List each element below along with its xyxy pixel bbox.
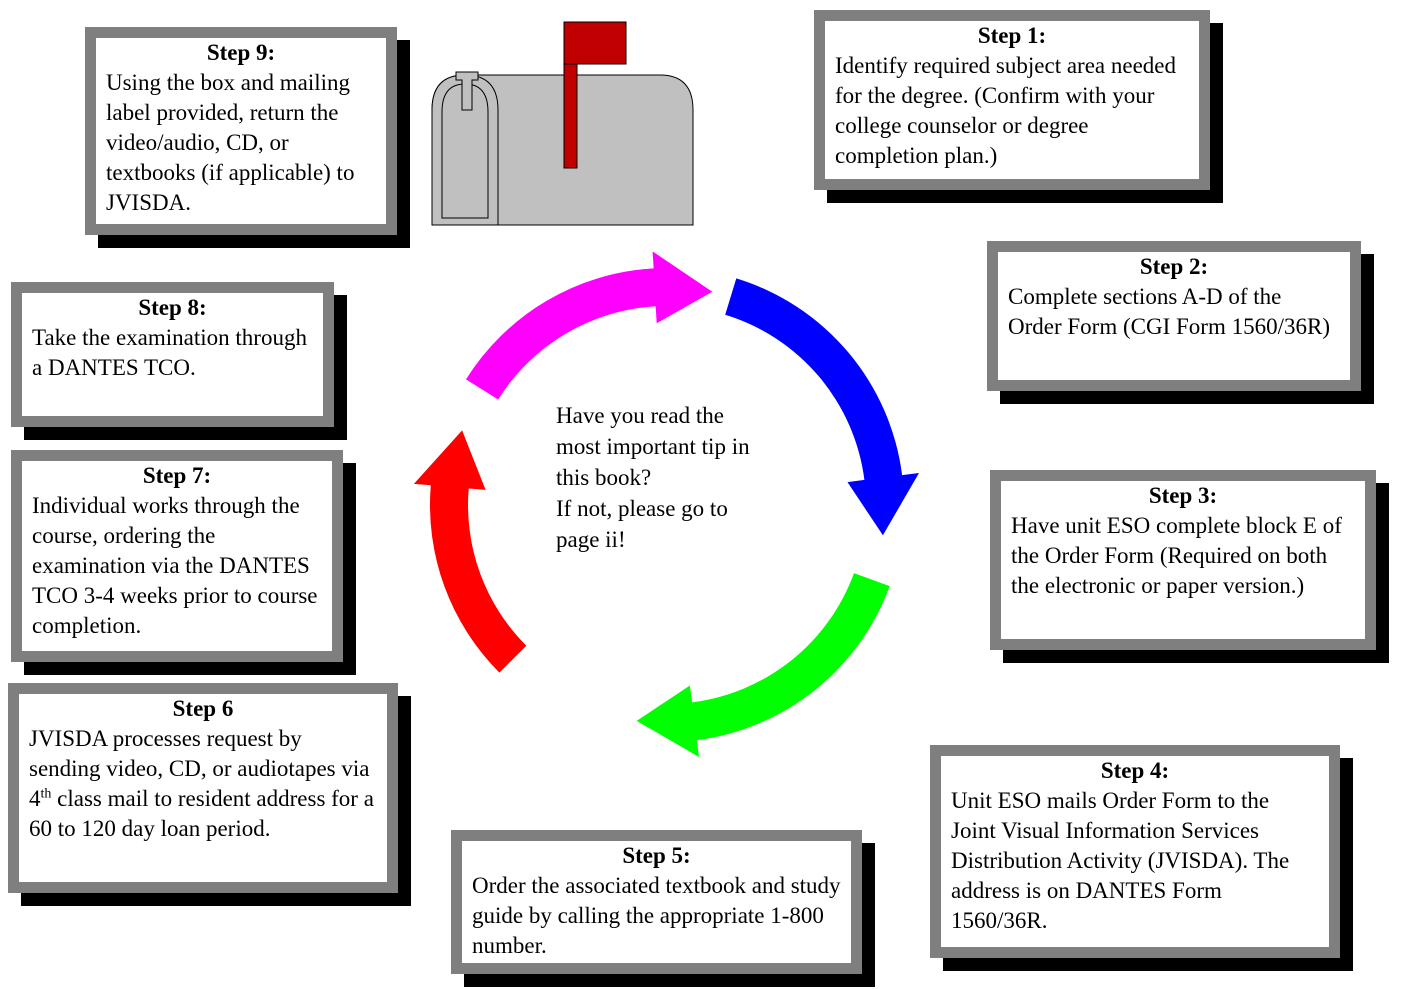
step-5-title: Step 5: [622,843,691,868]
step-4-body: Unit ESO mails Order Form to the Joint V… [951,788,1290,933]
center-tip-text: Have you read the most important tip in … [556,400,816,555]
step-1-title: Step 1: [977,23,1047,48]
step-3-box: Step 3: Have unit ESO complete block E o… [990,470,1376,650]
center-tip-line: page ii! [556,527,626,552]
center-tip-line: this book? [556,465,652,490]
step-2-box: Step 2: Complete sections A-D of the Ord… [987,241,1361,391]
arrow-green [636,573,890,757]
mailbox-handle [455,71,479,111]
mailbox-icon [431,21,694,226]
step-2-title: Step 2: [1139,254,1209,279]
center-tip-line: If not, please go to [556,496,728,521]
arrow-blue [725,278,919,536]
step-4-box: Step 4: Unit ESO mails Order Form to the… [930,745,1340,958]
step-8-box: Step 8: Take the examination through a D… [11,282,334,427]
step-1-body: Identify required subject area needed fo… [835,53,1176,168]
step-7-box: Step 7: Individual works through the cou… [11,450,343,662]
mailbox-flag [563,21,627,65]
mailbox-flag-pole [563,59,578,169]
step-6-title: Step 6 [172,696,234,721]
step-7-title: Step 7: [142,463,212,488]
step-3-title: Step 3: [1148,483,1218,508]
step-5-body: Order the associated textbook and study … [472,873,841,958]
step-2-body: Complete sections A-D of the Order Form … [1008,284,1330,339]
arrow-magenta [466,251,713,400]
step-8-body: Take the examination through a DANTES TC… [32,325,307,380]
step-9-body: Using the box and mailing label provided… [106,70,355,215]
step-5-box: Step 5: Order the associated textbook an… [451,830,862,974]
step-3-body: Have unit ESO complete block E of the Or… [1011,513,1342,598]
center-tip-line: most important tip in [556,434,750,459]
step-9-title: Step 9: [206,40,276,65]
center-tip-line: Have you read the [556,403,724,428]
arrow-red [413,430,527,673]
step-1-box: Step 1: Identify required subject area n… [814,10,1210,190]
step-4-title: Step 4: [1100,758,1170,783]
step-7-body: Individual works through the course, ord… [32,493,318,638]
step-6-body: JVISDA processes request by sending vide… [29,726,374,841]
step-8-title: Step 8: [138,295,207,320]
step-9-box: Step 9: Using the box and mailing label … [85,27,397,235]
step-6-box: Step 6 JVISDA processes request by sendi… [8,683,398,893]
